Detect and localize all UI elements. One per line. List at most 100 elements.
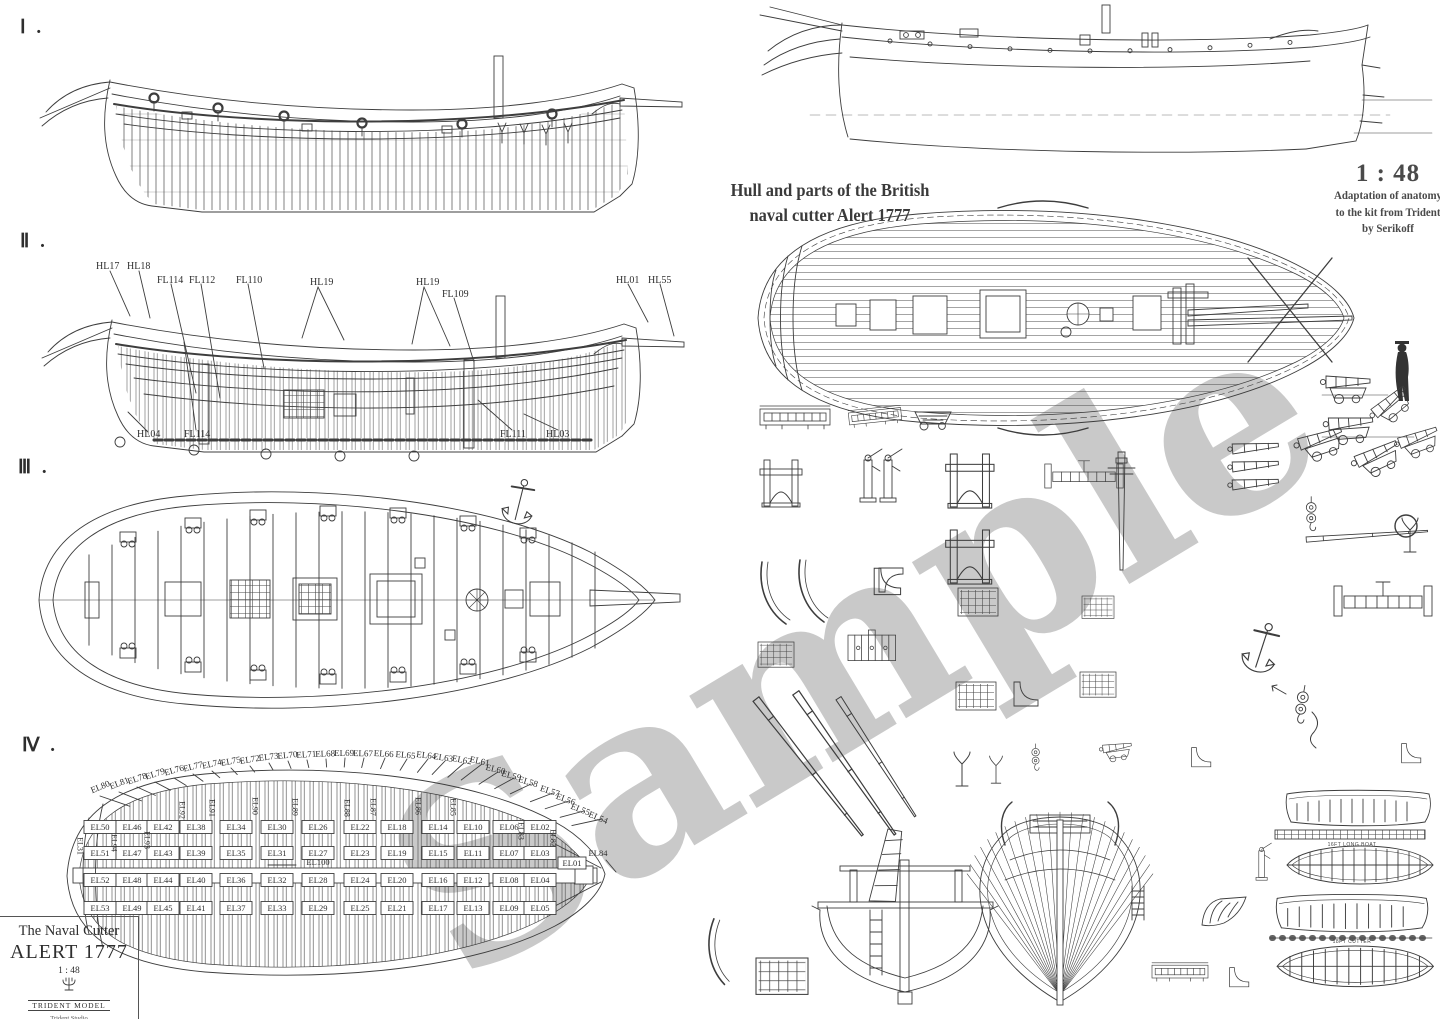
drawing-label: FL111	[500, 429, 526, 440]
grat-drawing	[757, 641, 795, 668]
curve-drawing	[798, 559, 829, 623]
drawing-label: EL31	[267, 848, 287, 858]
drawing-label: EL28	[308, 875, 328, 885]
drawing-label: EL24	[350, 875, 370, 885]
drawing-label: EL85	[448, 798, 458, 816]
pump-drawing	[879, 448, 903, 503]
drawing-label: EL01	[562, 858, 582, 868]
crutch-drawing	[1401, 517, 1419, 553]
drawing-label: EL32	[267, 875, 287, 885]
drawing-label: FL109	[442, 289, 469, 300]
drawing-label: EL22	[350, 822, 370, 832]
drawing-label: HL19	[416, 277, 440, 288]
knee-drawing	[1229, 967, 1250, 988]
drawing-label: EL17	[428, 903, 448, 913]
drawing-label: EL66	[373, 748, 394, 760]
title-block-scale: 1 : 48	[58, 966, 80, 976]
deck-plan-view	[757, 200, 1355, 436]
drawing-label: HL17	[96, 261, 120, 272]
brand-name: TRIDENT MODEL	[28, 1000, 110, 1011]
curve-drawing	[760, 561, 791, 625]
anchor-drawing	[1237, 617, 1287, 678]
drawing-label: EL14	[428, 822, 448, 832]
drawing-label: EL45	[153, 903, 173, 913]
section-iv-numeral: Ⅳ .	[22, 735, 59, 756]
drawing-label: EL92	[177, 801, 187, 819]
drawing-label: EL20	[387, 875, 407, 885]
drawing-label: EL82	[548, 829, 558, 847]
drawing-label: EL94	[109, 834, 119, 852]
drawing-label: EL88	[342, 799, 352, 817]
drawing-label: EL37	[226, 903, 246, 913]
tackle-drawing	[1031, 743, 1040, 771]
tackle-drawing	[1292, 684, 1311, 725]
cannon-drawing	[1366, 383, 1418, 433]
drawing-label: EL03	[530, 848, 550, 858]
hull-side-framed-view	[39, 55, 683, 213]
drawing-label: EL40	[186, 875, 206, 885]
sled-drawing	[1151, 962, 1209, 982]
section-iii-numeral: Ⅲ .	[18, 457, 50, 478]
drawing-label: EL84	[588, 848, 608, 858]
longboat-plan-drawing	[1286, 845, 1434, 885]
sled-drawing	[847, 404, 903, 429]
drawing-label: HL03	[546, 429, 570, 440]
adaptation-line2: to the kit from Trident	[1335, 206, 1440, 219]
section-ii-numeral: Ⅱ .	[20, 231, 48, 252]
cannon-drawing	[1392, 424, 1440, 464]
drawing-label: EL68	[315, 748, 336, 759]
main-title: Hull and parts of the British naval cutt…	[708, 178, 952, 229]
drawing-label: EL91	[207, 799, 217, 817]
drawing-label: EL93	[142, 831, 152, 849]
drawing-label: EL31	[75, 837, 85, 855]
drawing-label: EL71	[296, 748, 317, 760]
drawing-label: EL41	[186, 903, 206, 913]
drawing-label: EL83	[516, 822, 526, 840]
drawing-label: EL38	[186, 822, 206, 832]
sled-drawing	[759, 405, 831, 430]
drawing-label: EL33	[267, 903, 287, 913]
curve-drawing	[699, 917, 743, 987]
drawing-label: EL65	[395, 749, 416, 761]
bitts-drawing	[945, 453, 995, 509]
drawing-label: EL35	[226, 848, 246, 858]
cannon-drawing	[1348, 437, 1407, 485]
drawing-label: EL36	[226, 875, 246, 885]
drawing-label: EL44	[153, 875, 173, 885]
drawing-label: EL70	[277, 749, 298, 761]
cannon-drawing	[1098, 740, 1134, 764]
grat-drawing	[955, 681, 997, 711]
drawing-label: EL25	[350, 903, 370, 913]
drawing-label: EL43	[153, 848, 173, 858]
drawing-label: HL04	[137, 429, 161, 440]
drawing-label: EL39	[186, 848, 206, 858]
hull-profile-view	[759, 4, 1433, 153]
studio-name: Trident Studio	[50, 1015, 88, 1019]
drawing-label: EL90	[250, 797, 260, 815]
drawing-label: EL29	[308, 903, 328, 913]
crutch-drawing	[953, 751, 971, 787]
drawing-label: EL11	[463, 848, 483, 858]
drawing-label: EL30	[267, 822, 287, 832]
mast-drawing	[1107, 451, 1136, 571]
drawing-label: EL02	[530, 822, 550, 832]
drawing-label: EL100	[306, 857, 330, 867]
longboat-label: 16FT LONG BOAT	[1327, 842, 1377, 848]
crutch-drawing	[989, 755, 1003, 784]
barrel-drawing	[1227, 458, 1280, 473]
spar-drawing	[1305, 528, 1429, 543]
hull-cutaway-view	[41, 295, 685, 462]
adaptation-line1: Adaptation of anatomy	[1333, 190, 1440, 202]
trident-logo-icon	[62, 977, 76, 991]
drawing-label: EL69	[334, 747, 355, 758]
parts-and-fittings-field	[699, 383, 1440, 1006]
midship-section-drawing	[811, 859, 999, 1005]
knee-drawing	[1013, 681, 1039, 707]
grat-drawing	[1079, 671, 1117, 698]
drawing-label: EL12	[463, 875, 483, 885]
pump-drawing	[1255, 842, 1272, 881]
main-title-line1: Hull and parts of the British	[730, 180, 930, 200]
drawing-label: EL51	[90, 848, 110, 858]
bitts-drawing	[759, 459, 803, 508]
